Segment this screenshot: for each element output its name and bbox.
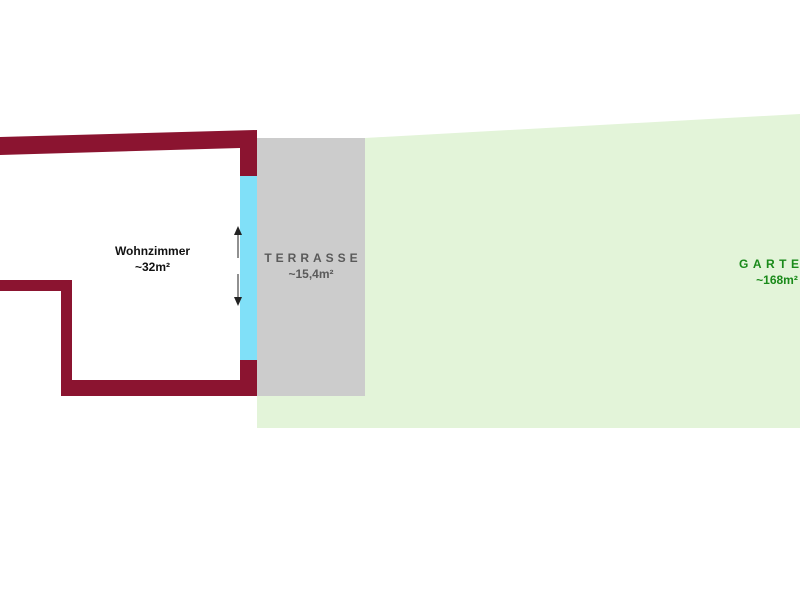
room-area: ~15,4m² [288, 267, 334, 281]
top-wall [0, 130, 257, 176]
room-label-garten: GARTEN ~168m² [722, 256, 800, 288]
room-name: Wohnzimmer [114, 244, 191, 258]
terrace-area [257, 138, 365, 396]
garden-area [257, 114, 800, 428]
bottom-wall [61, 380, 257, 396]
room-name: GARTEN [739, 257, 800, 271]
inner-wall-horizontal [0, 280, 72, 291]
room-label-wohnzimmer: Wohnzimmer ~32m² [100, 243, 205, 275]
walls [0, 130, 257, 396]
inner-wall-vertical [61, 280, 72, 396]
window-door [240, 176, 257, 360]
room-name: TERRASSE [264, 251, 362, 265]
room-label-terrasse: TERRASSE ~15,4m² [257, 250, 365, 282]
room-area: ~32m² [134, 260, 171, 274]
sliding-door-arrows-icon [234, 226, 242, 306]
room-area: ~168m² [756, 273, 798, 287]
